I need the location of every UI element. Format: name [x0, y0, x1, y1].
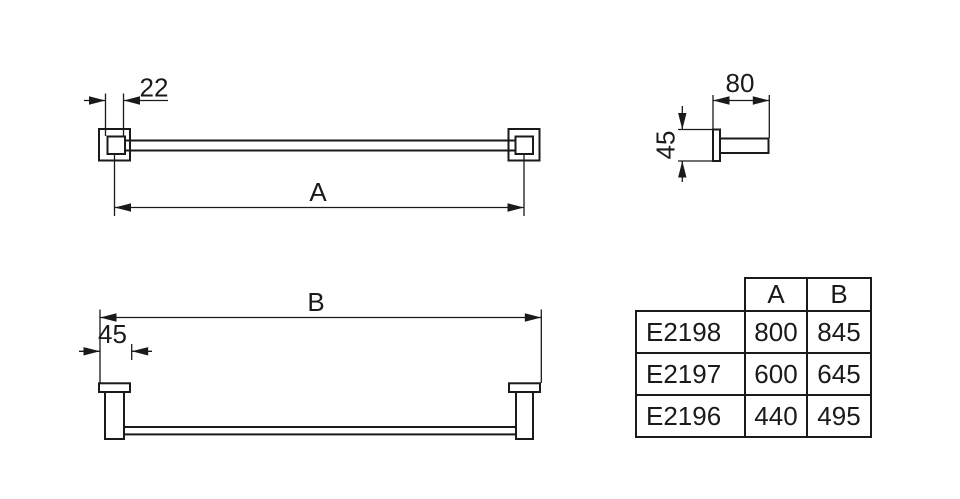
- front-view: 22 A: [84, 73, 541, 216]
- bar-profile: [719, 137, 770, 154]
- arrowhead-right-icon: [524, 313, 542, 322]
- wall-plate: [508, 382, 541, 393]
- arrowhead-left-icon: [114, 203, 131, 212]
- post-left: [98, 382, 131, 440]
- dim-80: 80: [712, 68, 770, 138]
- dim-B-label: B: [307, 287, 324, 317]
- arrowhead-right-icon: [752, 96, 770, 105]
- dim-45-bottom: 45: [79, 319, 152, 360]
- dim-B: B: [99, 287, 542, 383]
- dim-22: 22: [84, 73, 169, 136]
- table-header-row: A B: [636, 277, 872, 312]
- arrowhead-left-icon: [123, 96, 140, 105]
- dim-45-side-label: 45: [651, 131, 681, 160]
- top-view: B 45: [79, 287, 542, 440]
- spec-table: A B E2198 800 845 E2197 600 645 E2196 44…: [635, 277, 872, 438]
- value-a-cell: 800: [744, 310, 808, 354]
- dim-45-side: 45: [651, 106, 719, 182]
- arrowhead-right-icon: [89, 96, 106, 105]
- table-row: E2196 440 495: [635, 394, 872, 438]
- arrowhead-up-icon: [678, 161, 687, 178]
- post: [515, 391, 534, 440]
- arrowhead-right-icon: [507, 203, 524, 212]
- wall-plate: [98, 382, 131, 393]
- arrowhead-left-icon: [100, 313, 117, 322]
- post-right: [508, 382, 541, 440]
- dim-45-bottom-label: 45: [98, 319, 127, 349]
- bracket-inner-square: [106, 135, 126, 155]
- dim-A: A: [113, 154, 525, 216]
- dim-A-label: A: [309, 177, 327, 207]
- towel-bar: [123, 426, 517, 436]
- value-b-cell: 645: [806, 352, 872, 396]
- arrowhead-left-icon: [713, 96, 730, 105]
- value-b-cell: 845: [806, 310, 872, 354]
- dim-80-label: 80: [726, 68, 755, 98]
- table-row: E2198 800 845: [635, 310, 872, 354]
- arrowhead-left-icon: [131, 347, 149, 356]
- table-header-a: A: [744, 277, 808, 312]
- side-view: 80 45: [651, 68, 770, 182]
- table-header-b: B: [806, 277, 872, 312]
- arrowhead-down-icon: [678, 113, 687, 130]
- value-b-cell: 495: [806, 394, 872, 438]
- model-cell: E2198: [635, 310, 746, 354]
- value-a-cell: 440: [744, 394, 808, 438]
- value-a-cell: 600: [744, 352, 808, 396]
- model-cell: E2196: [635, 394, 746, 438]
- table-corner-blank: [636, 278, 745, 311]
- dim-22-label: 22: [140, 73, 169, 103]
- towel-bar: [124, 139, 517, 152]
- arrowhead-right-icon: [83, 347, 100, 356]
- post: [104, 391, 125, 440]
- wall-plate: [712, 128, 721, 162]
- table-row: E2197 600 645: [635, 352, 872, 396]
- model-cell: E2197: [635, 352, 746, 396]
- bracket-inner-square: [514, 135, 534, 155]
